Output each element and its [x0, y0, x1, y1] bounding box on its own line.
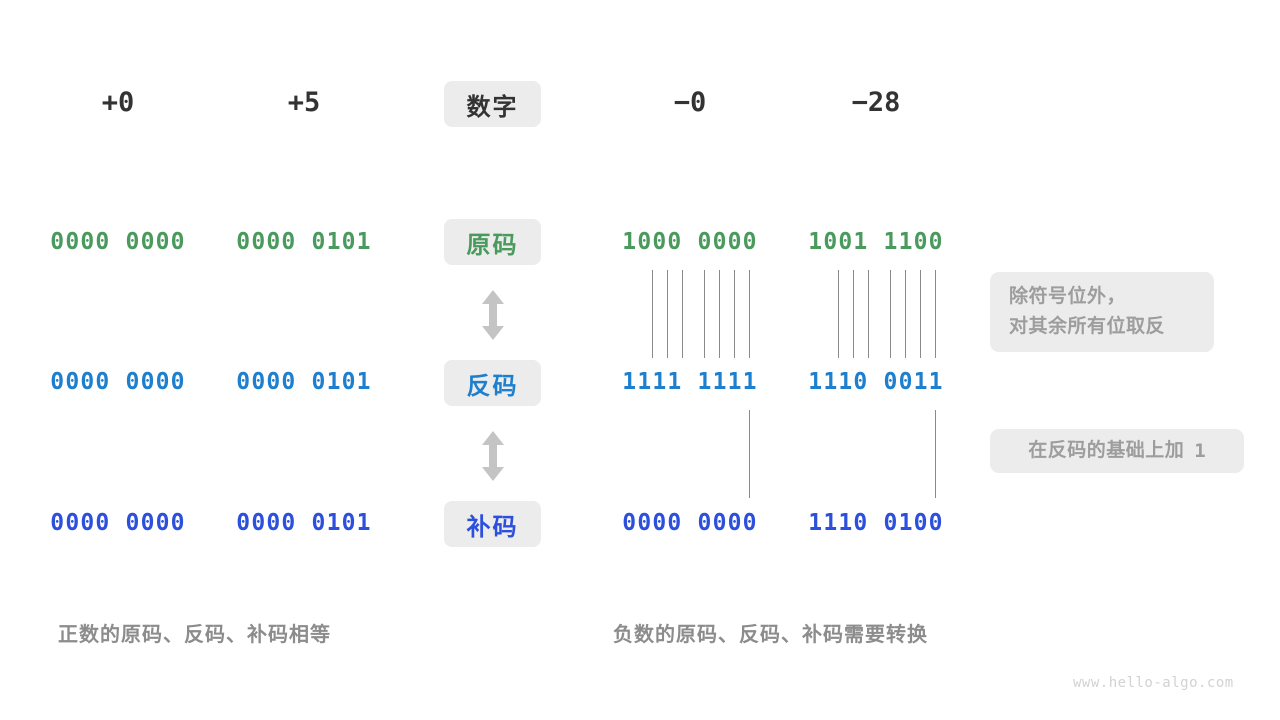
cell-twos-complement-pos-zero: 0000 0000 — [50, 510, 186, 536]
connector-line-neg-28-bit8 — [935, 270, 936, 358]
connector-line-neg-zero-bit3 — [667, 270, 668, 358]
connector-line-neg-28-bit4 — [868, 270, 869, 358]
connector-line-neg-zero-bit8 — [749, 270, 750, 358]
connector-line-neg-28-bit6 — [905, 270, 906, 358]
arrow-ones-to-twos-complement — [478, 430, 508, 487]
cell-ones-complement-pos-zero: 0000 0000 — [50, 369, 186, 395]
connector-line-neg-zero-bit2 — [652, 270, 653, 358]
connector-line-neg-zero-bit6 — [719, 270, 720, 358]
caption-negative: 负数的原码、反码、补码需要转换 — [613, 624, 928, 646]
chip-twos-complement: 补码 — [444, 501, 541, 547]
note-invert-bits-line1: 除符号位外， — [1009, 286, 1127, 307]
connector-line-neg-zero-bit4 — [682, 270, 683, 358]
note-invert-bits-line2: 对其余所有位取反 — [1009, 316, 1166, 337]
chip-true-form: 原码 — [444, 219, 541, 265]
cell-twos-complement-neg-zero: 0000 0000 — [622, 510, 758, 536]
note-add-one-text: 在反码的基础上加 — [1028, 440, 1185, 461]
connector-line-neg-zero-bit7 — [734, 270, 735, 358]
cell-ones-complement-neg-28: 1110 0011 — [808, 369, 944, 395]
connector-line-neg-28-bit5 — [890, 270, 891, 358]
chip-ones-complement: 反码 — [444, 360, 541, 406]
connector-line-neg-28-bit7 — [920, 270, 921, 358]
header-value-pos-zero: +0 — [101, 87, 135, 118]
carry-line-neg-zero-bit8 — [749, 410, 750, 498]
cell-true-form-pos-zero: 0000 0000 — [50, 229, 186, 255]
cell-true-form-neg-28: 1001 1100 — [808, 229, 944, 255]
header-value-neg-28: −28 — [851, 87, 901, 118]
note-add-one: 在反码的基础上加 1 — [990, 429, 1244, 473]
connector-line-neg-28-bit2 — [838, 270, 839, 358]
carry-line-neg-28-bit8 — [935, 410, 936, 498]
connector-line-neg-28-bit3 — [853, 270, 854, 358]
cell-ones-complement-pos-five: 0000 0101 — [236, 369, 372, 395]
cell-twos-complement-pos-five: 0000 0101 — [236, 510, 372, 536]
header-value-neg-zero: −0 — [673, 87, 707, 118]
chip-number-header: 数字 — [444, 81, 541, 127]
cell-twos-complement-neg-28: 1110 0100 — [808, 510, 944, 536]
arrow-true-to-ones-complement — [478, 289, 508, 346]
cell-true-form-neg-zero: 1000 0000 — [622, 229, 758, 255]
note-invert-bits: 除符号位外， 对其余所有位取反 — [990, 272, 1214, 352]
header-value-pos-five: +5 — [287, 87, 321, 118]
note-add-one-value: 1 — [1194, 440, 1206, 462]
caption-positive: 正数的原码、反码、补码相等 — [58, 624, 331, 646]
connector-line-neg-zero-bit5 — [704, 270, 705, 358]
cell-ones-complement-neg-zero: 1111 1111 — [622, 369, 758, 395]
watermark-url: www.hello-algo.com — [1073, 675, 1234, 691]
cell-true-form-pos-five: 0000 0101 — [236, 229, 372, 255]
